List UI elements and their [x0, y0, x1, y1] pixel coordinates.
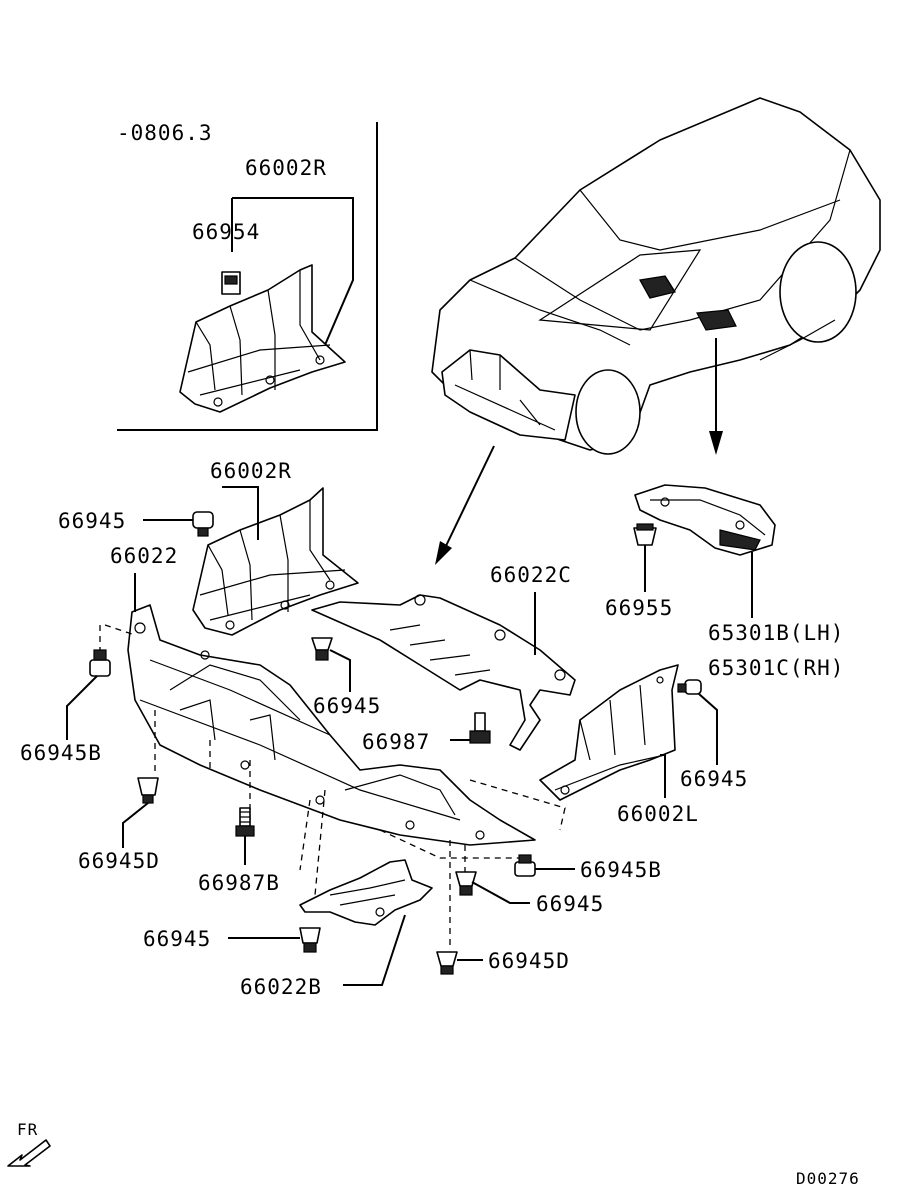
arrow-head-rear: [709, 431, 723, 455]
inset-label-66002R: 66002R: [245, 156, 327, 180]
fr-arrow-icon: [7, 1139, 51, 1167]
inset-clip-66954: [221, 271, 241, 295]
clip-66955: [633, 523, 657, 546]
label-66945-mid: 66945: [313, 694, 381, 718]
label-66945-lowleft: 66945: [143, 927, 211, 951]
label-66945B-right: 66945B: [580, 858, 662, 882]
clip-66945B-left: [89, 649, 111, 677]
label-65301B: 65301B(LH): [708, 621, 844, 645]
arrow-head-front: [435, 541, 452, 565]
inset-label-66954: 66954: [192, 220, 260, 244]
label-66002L: 66002L: [617, 802, 699, 826]
clip-66945D-left: [137, 777, 159, 804]
vehicle-outline: [431, 97, 881, 455]
undercover-66022: [127, 604, 536, 846]
label-66945-bottom: 66945: [536, 892, 604, 916]
clip-66945-right: [677, 679, 702, 695]
label-66945-top: 66945: [58, 509, 126, 533]
undercover-66002R: [192, 487, 359, 636]
pointer-arrows: [435, 338, 723, 565]
label-66945B-left: 66945B: [20, 741, 102, 765]
clip-66945-bottom: [455, 871, 477, 896]
clip-66945-mid: [311, 637, 333, 661]
bolt-66987B: [235, 807, 255, 837]
label-66945D-left: 66945D: [78, 849, 160, 873]
bolt-66987: [469, 712, 491, 744]
label-65301C: 65301C(RH): [708, 656, 844, 680]
clip-66945-lowleft: [299, 927, 321, 953]
label-66022: 66022: [110, 544, 178, 568]
undercover-66002L: [539, 664, 679, 801]
fr-label: FR: [17, 1120, 38, 1139]
label-66987B: 66987B: [198, 871, 280, 895]
fr-indicator: FR: [7, 1120, 51, 1167]
label-66022C: 66022C: [490, 563, 572, 587]
undercover-66022B: [299, 859, 433, 926]
rear-cover-65301B: [634, 484, 776, 556]
inset-panel: -0806.3 66002R 66954: [117, 121, 378, 431]
clip-66945-top: [192, 511, 214, 537]
inset-date-code: -0806.3: [117, 121, 213, 145]
diagram-code: D00276: [796, 1169, 860, 1187]
label-66945-right: 66945: [680, 767, 748, 791]
undercover-66022C: [311, 594, 576, 751]
label-66955: 66955: [605, 596, 673, 620]
clip-66945D-bottom: [436, 951, 458, 975]
label-66002R: 66002R: [210, 459, 292, 483]
inset-undercover-66002R: [179, 264, 346, 413]
label-66987: 66987: [362, 730, 430, 754]
label-66945D-bottom: 66945D: [488, 949, 570, 973]
label-66022B: 66022B: [240, 975, 322, 999]
